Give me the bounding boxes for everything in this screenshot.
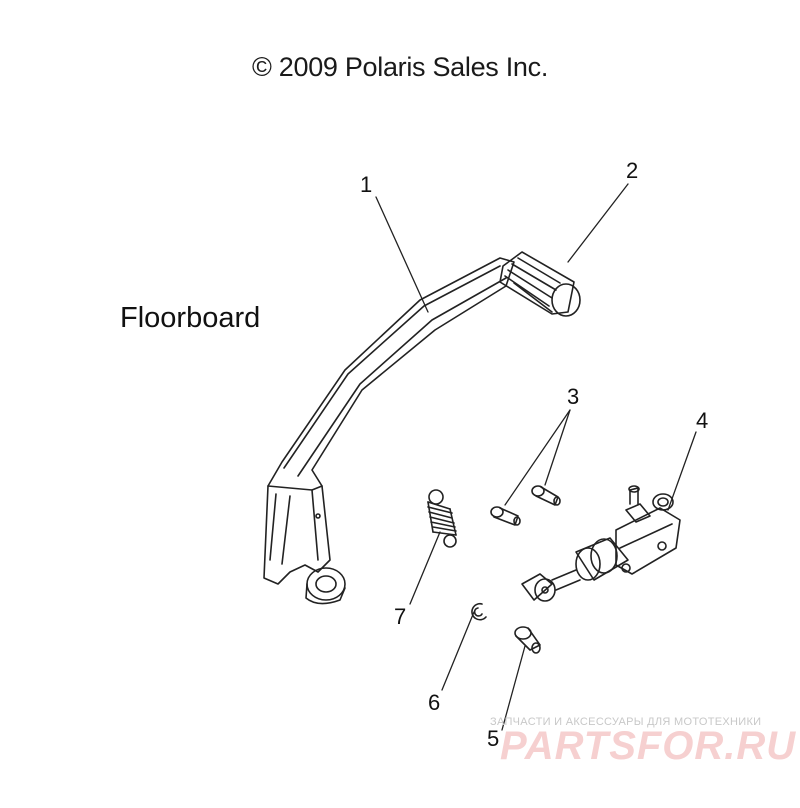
- floorboard-label: Floorboard: [120, 302, 261, 334]
- master-cylinder: [521, 485, 681, 602]
- pin-lower: [490, 506, 521, 526]
- pedal-pad: [499, 251, 581, 317]
- return-spring: [427, 489, 457, 548]
- callout-3: 3: [567, 384, 580, 409]
- brake-pedal-arm: [263, 257, 515, 605]
- leader-lines: [375, 183, 697, 731]
- watermark-brand: PARTSFOR.RU: [500, 724, 797, 768]
- watermark-subtitle: ЗАПЧАСТИ И АКСЕССУАРЫ ДЛЯ МОТОТЕХНИКИ: [490, 716, 762, 728]
- pin-upper: [531, 485, 561, 506]
- clevis-pin: [514, 626, 541, 654]
- callout-4: 4: [696, 408, 709, 433]
- callout-5: 5: [487, 726, 500, 751]
- callout-6: 6: [428, 690, 441, 715]
- callout-1: 1: [360, 172, 373, 197]
- callout-2: 2: [626, 158, 639, 183]
- callout-7: 7: [394, 604, 407, 629]
- e-clip: [471, 602, 487, 621]
- copyright-text: © 2009 Polaris Sales Inc.: [251, 52, 549, 82]
